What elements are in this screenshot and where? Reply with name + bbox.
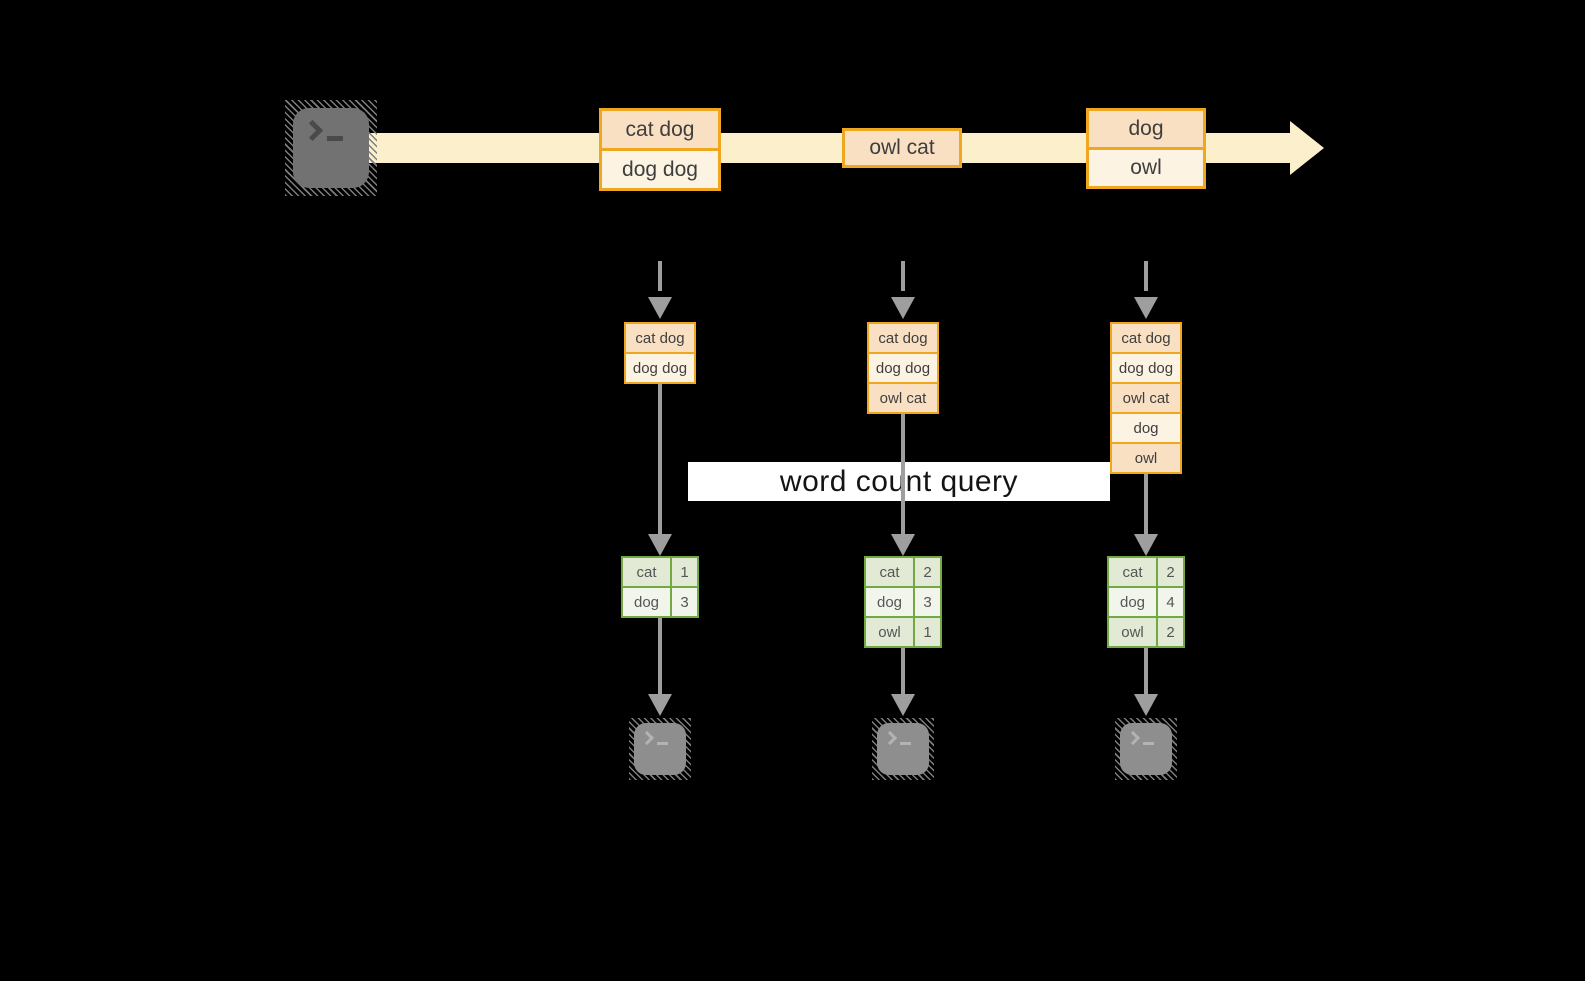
count-row: cat 2 — [866, 558, 940, 586]
underscore-icon — [657, 742, 668, 745]
arrow-head-icon — [1134, 694, 1158, 716]
state-row: owl cat — [869, 384, 937, 412]
state-row: dog dog — [626, 354, 694, 382]
count-cell: 2 — [915, 558, 940, 586]
state-stack-1: cat dog dog dog — [624, 322, 696, 384]
state-row: dog — [1112, 414, 1180, 442]
count-row: cat 1 — [623, 558, 697, 586]
count-table-2: cat 2 dog 3 owl 1 — [864, 556, 942, 648]
query-banner: word count query — [688, 462, 1110, 501]
state-stack-3: cat dog dog dog owl cat dog owl — [1110, 322, 1182, 474]
arrow-line — [901, 414, 905, 534]
state-row: owl — [1112, 444, 1180, 472]
prompt-glyph-icon — [882, 730, 911, 747]
dashed-arrow-segment — [901, 261, 905, 291]
prompt-glyph-icon — [639, 730, 668, 747]
count-cell: 4 — [1158, 588, 1183, 616]
chevron-right-icon — [639, 730, 655, 746]
terminal-face — [1120, 723, 1172, 775]
word-cell: cat — [866, 558, 913, 586]
batch-box-3: dog owl — [1086, 108, 1206, 189]
count-row: dog 4 — [1109, 588, 1183, 616]
arrow-head-icon — [1134, 297, 1158, 319]
arrow-head-icon — [648, 534, 672, 556]
underscore-icon — [1143, 742, 1154, 745]
batch-row: dog dog — [602, 151, 718, 188]
batch-row: dog — [1089, 111, 1203, 147]
state-row: cat dog — [1112, 324, 1180, 352]
word-cell: owl — [866, 618, 913, 646]
underscore-icon — [327, 136, 343, 141]
prompt-glyph-icon — [301, 119, 343, 144]
batch-row: cat dog — [602, 111, 718, 148]
word-cell: owl — [1109, 618, 1156, 646]
state-row: dog dog — [1112, 354, 1180, 382]
word-cell: dog — [623, 588, 670, 616]
state-stack-2: cat dog dog dog owl cat — [867, 322, 939, 414]
count-cell: 2 — [1158, 558, 1183, 586]
underscore-icon — [900, 742, 911, 745]
word-cell: cat — [623, 558, 670, 586]
dashed-arrow-segment — [1144, 261, 1148, 291]
chevron-right-icon — [1125, 730, 1141, 746]
state-row: owl cat — [1112, 384, 1180, 412]
batch-box-2: owl cat — [842, 128, 962, 168]
count-row: owl 2 — [1109, 618, 1183, 646]
terminal-icon — [872, 718, 934, 780]
count-row: dog 3 — [866, 588, 940, 616]
terminal-icon — [285, 100, 377, 196]
arrow-line — [1144, 648, 1148, 694]
terminal-face — [293, 108, 369, 188]
arrow-head-icon — [1134, 534, 1158, 556]
count-cell: 3 — [915, 588, 940, 616]
prompt-glyph-icon — [1125, 730, 1154, 747]
arrow-head-icon — [891, 534, 915, 556]
stream-arrow-head-icon — [1290, 121, 1324, 175]
chevron-right-icon — [882, 730, 898, 746]
count-row: dog 3 — [623, 588, 697, 616]
state-row: cat dog — [626, 324, 694, 352]
arrow-line — [658, 384, 662, 534]
count-table-1: cat 1 dog 3 — [621, 556, 699, 618]
batch-row: owl cat — [845, 131, 959, 165]
count-cell: 3 — [672, 588, 697, 616]
state-row: cat dog — [869, 324, 937, 352]
count-cell: 1 — [915, 618, 940, 646]
arrow-head-icon — [891, 297, 915, 319]
count-row: owl 1 — [866, 618, 940, 646]
arrow-line — [901, 648, 905, 694]
batch-box-1: cat dog dog dog — [599, 108, 721, 191]
query-label: word count query — [779, 464, 1019, 498]
terminal-icon — [629, 718, 691, 780]
word-cell: dog — [866, 588, 913, 616]
chevron-right-icon — [301, 119, 324, 142]
terminal-icon — [1115, 718, 1177, 780]
arrow-line — [1144, 474, 1148, 534]
arrow-head-icon — [648, 297, 672, 319]
count-table-3: cat 2 dog 4 owl 2 — [1107, 556, 1185, 648]
arrow-line — [658, 618, 662, 694]
count-cell: 1 — [672, 558, 697, 586]
dashed-arrow-segment — [658, 261, 662, 291]
state-row: dog dog — [869, 354, 937, 382]
terminal-face — [877, 723, 929, 775]
word-cell: cat — [1109, 558, 1156, 586]
count-row: cat 2 — [1109, 558, 1183, 586]
arrow-head-icon — [648, 694, 672, 716]
arrow-head-icon — [891, 694, 915, 716]
terminal-face — [634, 723, 686, 775]
batch-row: owl — [1089, 150, 1203, 186]
count-cell: 2 — [1158, 618, 1183, 646]
word-cell: dog — [1109, 588, 1156, 616]
